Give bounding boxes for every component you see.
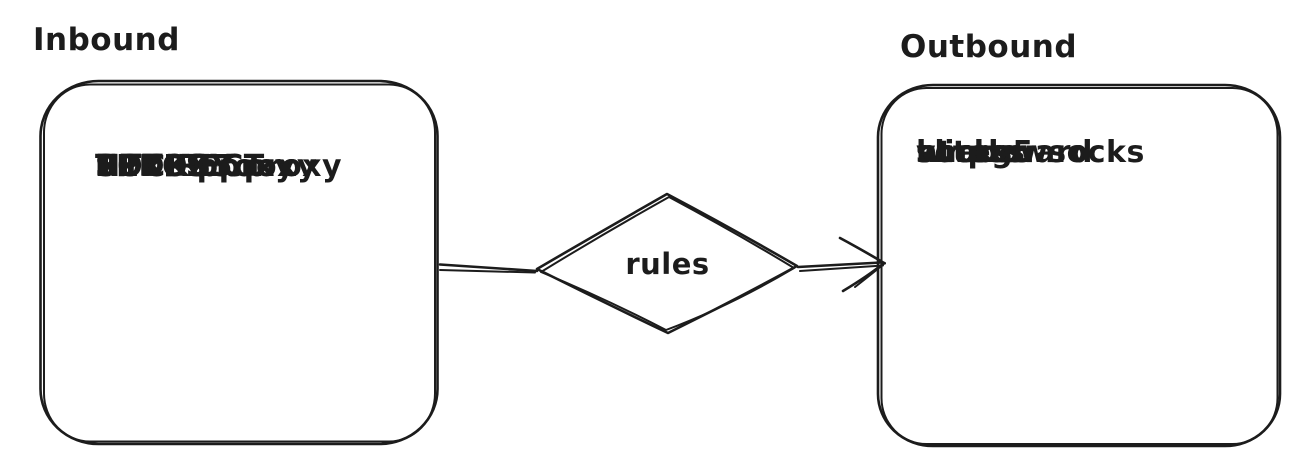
inbound-item: REDIRECT <box>95 149 265 184</box>
arrowhead <box>838 236 886 293</box>
inbound-box-shape <box>39 79 439 446</box>
outbound-label: Outbound <box>900 29 1078 65</box>
inbound-label: Inbound <box>33 22 180 58</box>
inbound-to-rules-connector <box>438 263 539 274</box>
inbound-item: HTTPS proxy <box>95 149 318 184</box>
inbound-item: HTTP proxy <box>95 149 295 184</box>
outbound-item: wireguard <box>916 135 1093 170</box>
inbound-item: SOCKS5 proxy <box>95 149 343 184</box>
inbound-item: TPROXY <box>95 149 233 184</box>
outbound-item: vmess <box>916 135 1026 170</box>
outbound-item: socks5 <box>916 135 1034 170</box>
outbound-item: shadowsocks <box>916 135 1145 170</box>
rules-diamond-label-wrap: rules <box>537 193 798 335</box>
rules-diamond-label: rules <box>625 247 710 281</box>
rules-diamond-shape <box>535 192 799 335</box>
outbound-item: http <box>916 135 990 170</box>
rules-to-outbound-arrow <box>796 236 886 293</box>
outbound-item: ... <box>916 135 952 170</box>
